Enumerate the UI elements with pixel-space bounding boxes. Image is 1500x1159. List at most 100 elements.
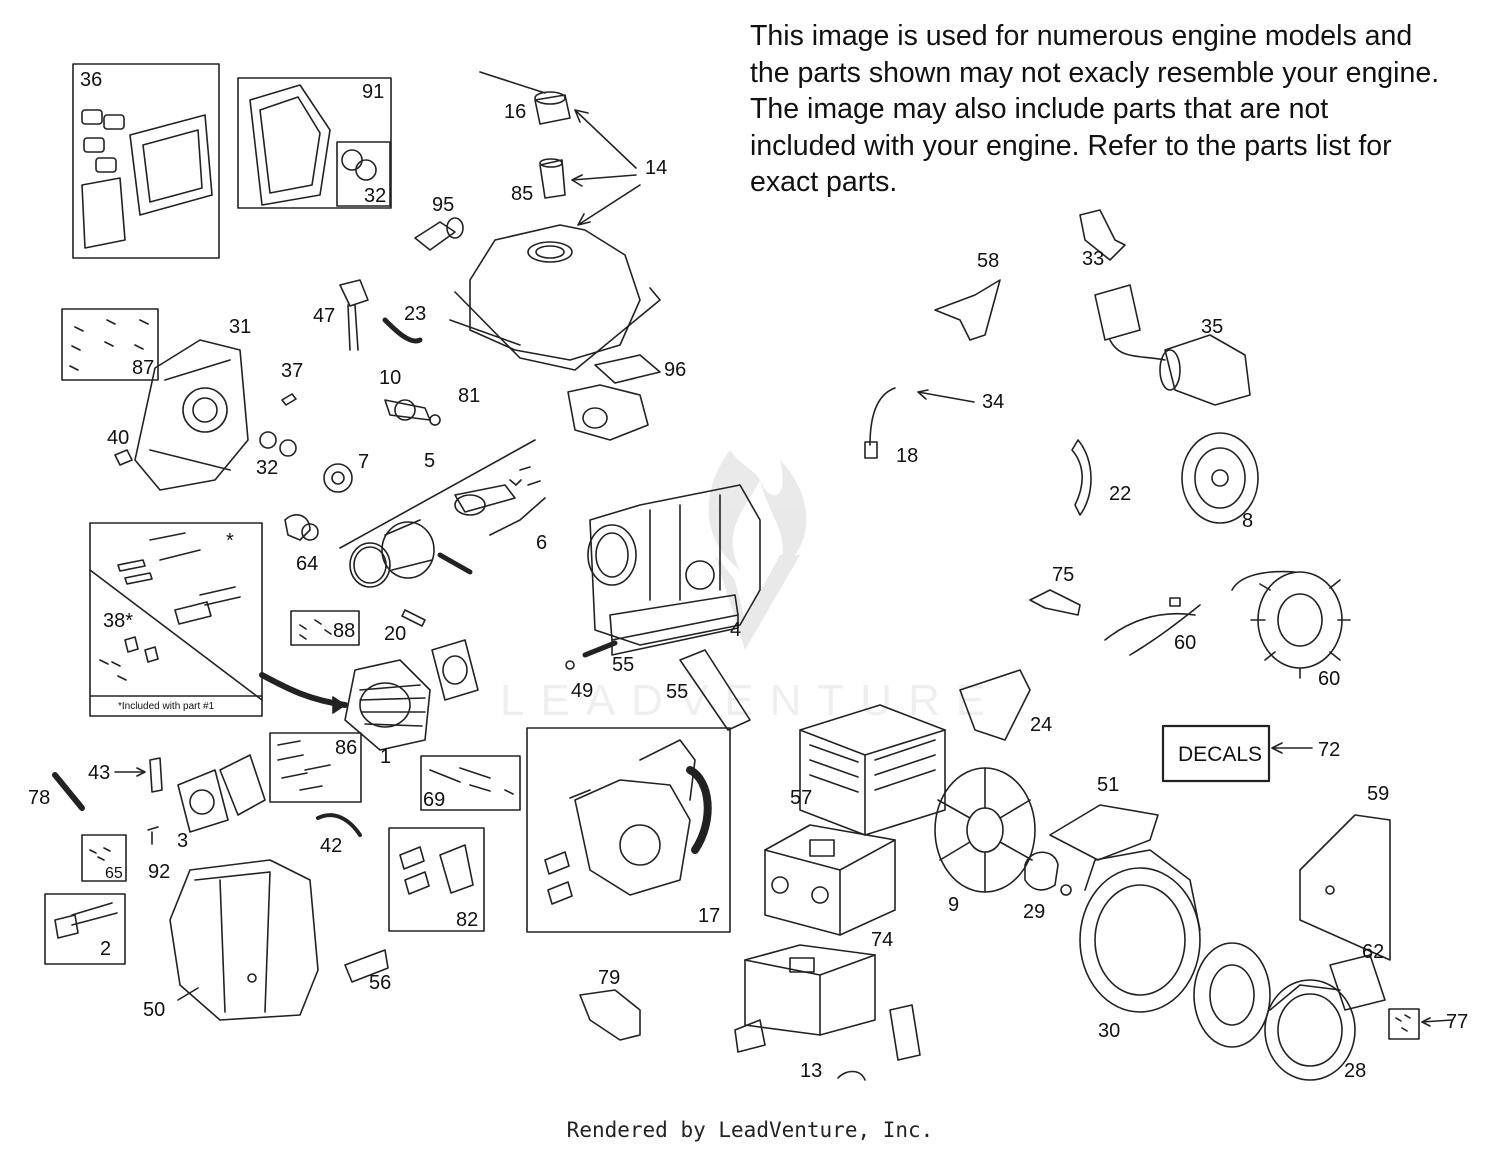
part-22 xyxy=(1071,439,1092,516)
arrow-14a xyxy=(574,109,637,169)
box-87 xyxy=(61,308,159,381)
label-33: 33 xyxy=(1082,248,1104,270)
air-cleaner-base xyxy=(567,384,649,441)
label-85: 85 xyxy=(511,183,533,205)
blower-housing-50 xyxy=(169,859,319,1021)
label-32a: 32 xyxy=(364,185,386,207)
carburetor-assembly-17 xyxy=(544,739,712,905)
dipstick-47 xyxy=(339,279,369,307)
notice-line: The image may also include parts that ar… xyxy=(750,93,1329,125)
box-88 xyxy=(290,610,360,646)
footer-credit: Rendered by LeadVenture, Inc. xyxy=(566,1118,934,1142)
label-50: 50 xyxy=(143,999,165,1021)
label-81: 81 xyxy=(458,385,480,407)
gasket-set-82 xyxy=(399,844,474,895)
label-10: 10 xyxy=(379,367,401,389)
label-43: 43 xyxy=(88,762,110,784)
label-14: 14 xyxy=(645,157,667,179)
part-64 xyxy=(284,514,311,541)
decals-label: DECALS xyxy=(1178,743,1262,766)
box-2 xyxy=(44,893,126,965)
flywheel-fan-9 xyxy=(934,767,1036,893)
label-30: 30 xyxy=(1098,1020,1120,1042)
valve-parts-38 xyxy=(99,532,241,681)
part-77 xyxy=(1395,1014,1411,1032)
label-56: 56 xyxy=(369,972,391,994)
bearing-32 xyxy=(259,431,277,449)
label-82: 82 xyxy=(456,909,478,931)
head-gasket xyxy=(431,639,479,701)
box-32 xyxy=(336,141,391,207)
stator-60 xyxy=(1231,570,1351,679)
pin-55 xyxy=(582,640,618,658)
label-13: 13 xyxy=(800,1060,822,1082)
label-9: 9 xyxy=(948,894,959,916)
label-3: 3 xyxy=(177,830,188,852)
label-55a: 55 xyxy=(612,654,634,676)
gasket-91 xyxy=(249,84,331,206)
label-86: 86 xyxy=(335,737,357,759)
spark-plug-20 xyxy=(401,609,426,627)
label-16: 16 xyxy=(504,101,526,123)
notice-line: This image is used for numerous engine m… xyxy=(750,20,1413,52)
label-38: 38* xyxy=(103,610,133,632)
label-7: 7 xyxy=(358,451,369,473)
piston-assembly xyxy=(349,519,473,588)
wire-18 xyxy=(869,387,896,446)
label-29: 29 xyxy=(1023,901,1045,923)
box-82 xyxy=(388,827,485,932)
label-59: 59 xyxy=(1367,783,1389,805)
oil-plug-40 xyxy=(114,449,133,466)
label-87: 87 xyxy=(132,357,154,379)
part-24 xyxy=(959,669,1031,741)
label-32b: 32 xyxy=(256,457,278,479)
part-65 xyxy=(89,847,111,861)
fuel-cap-16 xyxy=(534,94,571,125)
starter-motor-35 xyxy=(1094,284,1251,406)
box-65 xyxy=(81,834,127,882)
box-91 xyxy=(237,77,392,209)
label-17: 17 xyxy=(698,905,720,927)
label-91: 91 xyxy=(362,81,384,103)
hose-23 xyxy=(382,317,423,344)
fuel-tank-14 xyxy=(449,224,661,371)
label-88: 88 xyxy=(333,620,355,642)
label-96: 96 xyxy=(664,359,686,381)
part-42 xyxy=(316,813,362,837)
part-81 xyxy=(429,414,441,426)
notice-line: exact parts. xyxy=(750,166,898,198)
arrow-14b xyxy=(571,174,637,187)
label-31: 31 xyxy=(229,316,251,338)
box-17 xyxy=(526,727,731,933)
label-star: * xyxy=(226,530,234,552)
label-36: 36 xyxy=(80,69,102,91)
label-92: 92 xyxy=(148,861,170,883)
label-60a: 60 xyxy=(1174,632,1196,654)
label-22: 22 xyxy=(1109,483,1131,505)
part-43 xyxy=(149,757,163,793)
label-28: 28 xyxy=(1344,1060,1366,1082)
plate-59 xyxy=(1299,814,1391,961)
notice-text: This image is used for numerous engine m… xyxy=(750,18,1490,201)
part-92 xyxy=(147,826,159,845)
notice-line: included with your engine. Refer to the … xyxy=(750,129,1392,162)
box-36 xyxy=(72,63,220,259)
harness-60 xyxy=(1104,612,1196,641)
fuel-valve-95 xyxy=(414,221,456,251)
label-51: 51 xyxy=(1097,774,1119,796)
label-65: 65 xyxy=(105,865,123,882)
label-72: 72 xyxy=(1318,739,1340,761)
bolt-set-88 xyxy=(299,619,332,640)
label-74: 74 xyxy=(871,929,893,951)
recoil-starter-28 xyxy=(1264,979,1356,1081)
fan-housing-30 xyxy=(1079,849,1201,1013)
box-69 xyxy=(420,755,521,811)
gasket-3 xyxy=(219,754,266,816)
box-38 xyxy=(89,522,263,717)
muffler-shield-74 xyxy=(764,824,896,936)
label-40: 40 xyxy=(107,427,129,449)
part-49 xyxy=(565,660,575,670)
arrow-72 xyxy=(1271,742,1313,754)
bracket-6 xyxy=(489,497,546,536)
box-38-divider xyxy=(89,569,263,701)
